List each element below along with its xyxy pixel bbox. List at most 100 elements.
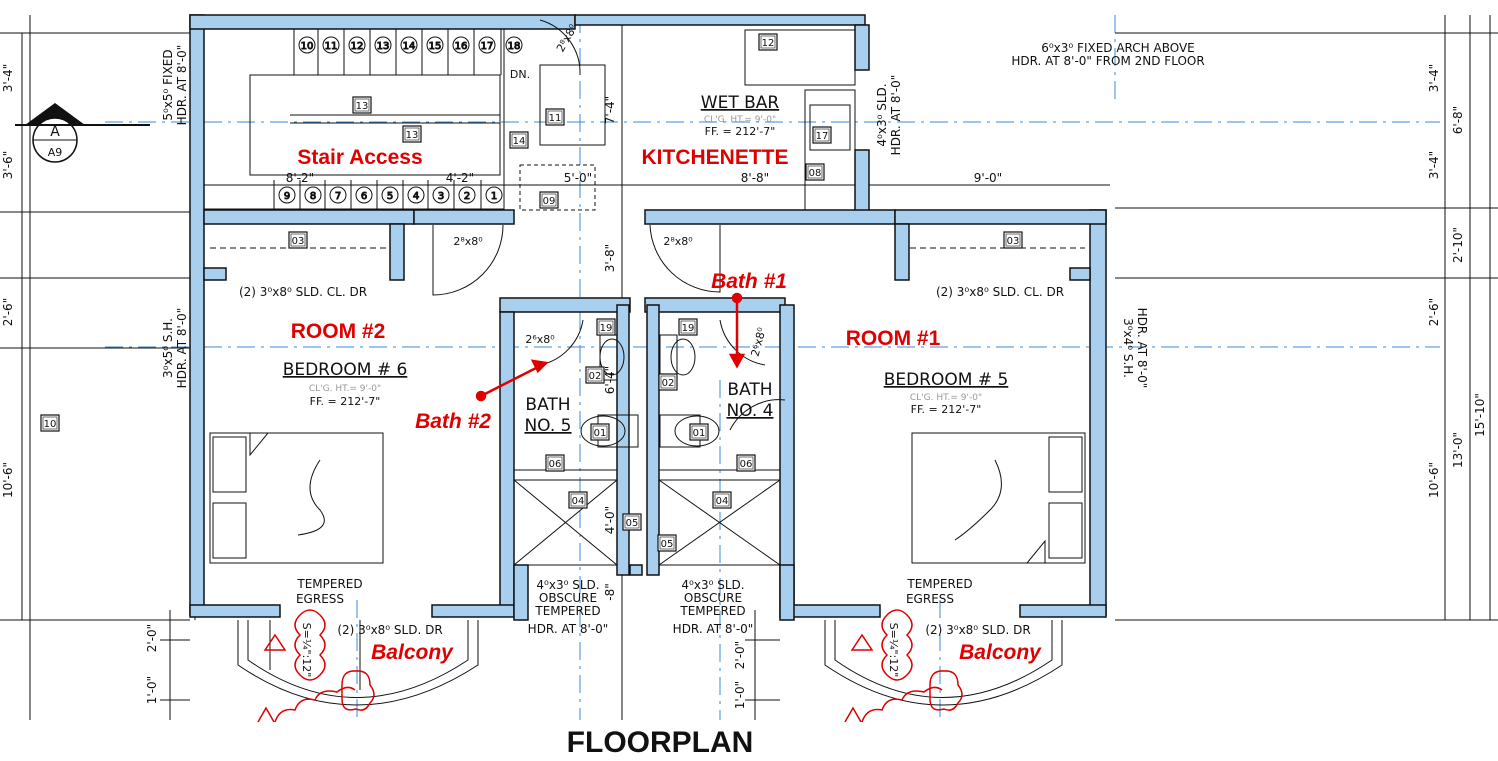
tag-t06b: 06 [736,454,756,472]
tag-t05b: 05 [657,534,677,552]
dimension-lines [0,15,1498,720]
stair-step-number: 16 [455,41,468,52]
dim-left-3-6: 3'-6" [1,151,15,179]
label-bath2: Bath #2 [415,410,491,433]
svg-text:19: 19 [600,323,613,334]
dim-9-0: 9'-0" [974,171,1002,185]
label-balcony-right: Balcony [959,641,1042,664]
stair-step-marker [478,36,496,54]
dim-3-8: 3'-8" [603,244,617,272]
obscure-left-2: OBSCURE [539,591,597,605]
tag-t10: 10 [40,414,60,432]
stair-step-marker [505,36,523,54]
dim-left-10-6: 10'-6" [1,462,15,498]
svg-text:02: 02 [662,378,675,389]
door-bath5-size: 2⁶x8⁰ [525,333,555,346]
dim-7-4: 7'-4" [603,96,617,124]
stair-step-marker [304,186,322,204]
svg-text:01: 01 [594,428,607,439]
svg-text:05: 05 [661,539,674,550]
sh-right-1: 3⁰x4⁰ S.H. [1121,318,1135,378]
stair-step-marker [278,186,296,204]
section-letter: A [50,124,60,140]
svg-text:06: 06 [549,459,562,470]
sld-window-2: HDR. AT 8'-0" [889,75,903,156]
dim-balcony-2-0: 2'-0" [145,624,159,652]
stair-step-marker [329,186,347,204]
tag-t01a: 01 [590,423,610,441]
stair-step-number: 17 [481,41,494,52]
dim-right-3-4b: 3'-4" [1427,151,1441,179]
svg-text:11: 11 [549,113,562,124]
svg-text:10: 10 [44,419,57,430]
stair-step-number: 10 [301,41,314,52]
obscure-left-4: HDR. AT 8'-0" [528,622,609,636]
dim-right-2-10: 2'-10" [1451,227,1465,263]
arch-note-2: HDR. AT 8'-0" FROM 2ND FLOOR [1011,54,1204,68]
stair-step-number: 4 [413,191,419,202]
tag-t02b: 02 [658,373,678,391]
tag-t14: 14 [509,131,529,149]
label-stair-access: Stair Access [297,146,422,169]
wet-bar-title: WET BAR [701,93,780,113]
wet-bar-ff: FF. = 212'-7" [705,125,776,138]
svg-text:04: 04 [716,496,729,507]
scale-note-right: S=¼":12" [887,623,900,678]
closet-door-left: (2) 3⁰x8⁰ SLD. CL. DR [239,285,367,299]
annotation-arrows [475,292,746,402]
stair-step-marker [458,186,476,204]
section-marker: A A9 [15,103,150,163]
dim-right-2-6: 2'-6" [1427,298,1441,326]
label-balcony-left: Balcony [371,641,454,664]
obscure-left-1: 4⁰x3⁰ SLD. [536,578,599,592]
balconies [237,620,1063,706]
stair-step-number: 6 [361,191,367,202]
obscure-right-3: TEMPERED [679,604,745,618]
svg-text:13: 13 [356,101,369,112]
svg-text:13: 13 [406,130,419,141]
stair-step-number: 12 [351,41,364,52]
label-room2: ROOM #2 [291,320,386,343]
tag-t04b: 04 [712,491,732,509]
svg-text:17: 17 [816,131,829,142]
tag-t09: 09 [539,191,559,209]
dim-left-3-4: 3'-4" [1,64,15,92]
centerlines [105,15,1440,720]
stair-step-number: 15 [429,41,442,52]
wet-bar-ceiling: CL'G. HT.= 9'-0" [704,115,776,125]
svg-text:01: 01 [693,428,706,439]
beds [209,432,1086,564]
dim-6-4: 6'-4" [603,366,617,394]
stair-step-marker [426,36,444,54]
sh-left-2: HDR. AT 8'-0" [175,308,189,389]
dim-8-2: 8'-2" [286,171,314,185]
bath5-line2: NO. 5 [524,416,571,436]
section-sheet: A9 [48,146,63,159]
dim-mid-2-0: 2'-0" [733,641,747,669]
door-kitchen-size: 2⁸x8⁰ [663,235,693,248]
stair-step-number: 5 [387,191,393,202]
dim-right-15-10: 15'-10" [1473,393,1487,437]
dim-right-3-4a: 3'-4" [1427,64,1441,92]
stair-step-marker [452,36,470,54]
dim-right-6-8: 6'-8" [1451,106,1465,134]
dim-8in: -8" [603,583,617,600]
svg-text:03: 03 [292,236,305,247]
egress-right: EGRESS [906,592,954,606]
revision-clouds [257,609,963,722]
stair-step-marker [348,36,366,54]
dim-4-2: 4'-2" [446,171,474,185]
stair-step-number: 2 [464,191,470,202]
tag-t01b: 01 [689,423,709,441]
tag-t02a: 02 [585,366,605,384]
floorplan-caption: FLOORPLAN [566,726,754,759]
tag-t08: 08 [805,163,825,181]
tag-t04a: 04 [568,491,588,509]
stair-step-marker [355,186,373,204]
balcony-door-right: (2) 3⁰x8⁰ SLD. DR [925,623,1030,637]
bedroom6-ff: FF. = 212'-7" [310,395,381,408]
door-stair-size: 2⁸x8⁰ [453,235,483,248]
obscure-right-1: 4⁰x3⁰ SLD. [681,578,744,592]
stair-down-note: DN. [510,68,530,81]
